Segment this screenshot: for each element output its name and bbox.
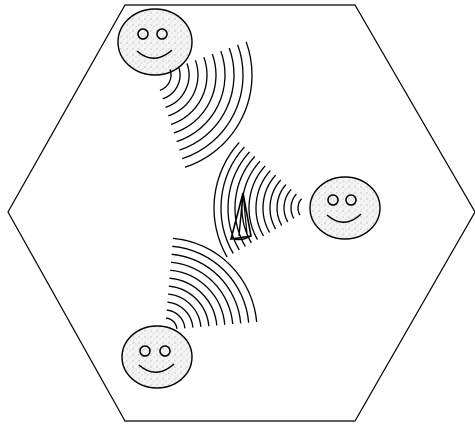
sound-wave-arc	[291, 194, 296, 219]
smiley-face-icon	[122, 326, 192, 388]
sound-wave-arc	[173, 238, 257, 322]
sound-waves-right	[214, 142, 302, 257]
sound-source-cone-icon	[231, 193, 251, 240]
smiley-face-icon	[118, 9, 192, 75]
sound-waves-bottom-left	[166, 238, 257, 329]
sound-wave-arc	[284, 189, 291, 222]
sound-wave-arc	[169, 286, 209, 326]
sound-wave-arc	[298, 199, 302, 215]
smiley-face-icon	[310, 177, 380, 239]
sound-wave-arc	[167, 302, 192, 327]
sound-wave-arc	[172, 246, 248, 322]
face-top-left	[118, 9, 192, 75]
sound-wave-arc	[170, 278, 217, 325]
sound-wave-arc	[182, 45, 243, 159]
sound-wave-arc	[177, 51, 225, 142]
face-right	[310, 177, 380, 239]
face-bottom-left	[122, 326, 192, 388]
sound-wave-arc	[170, 270, 225, 325]
